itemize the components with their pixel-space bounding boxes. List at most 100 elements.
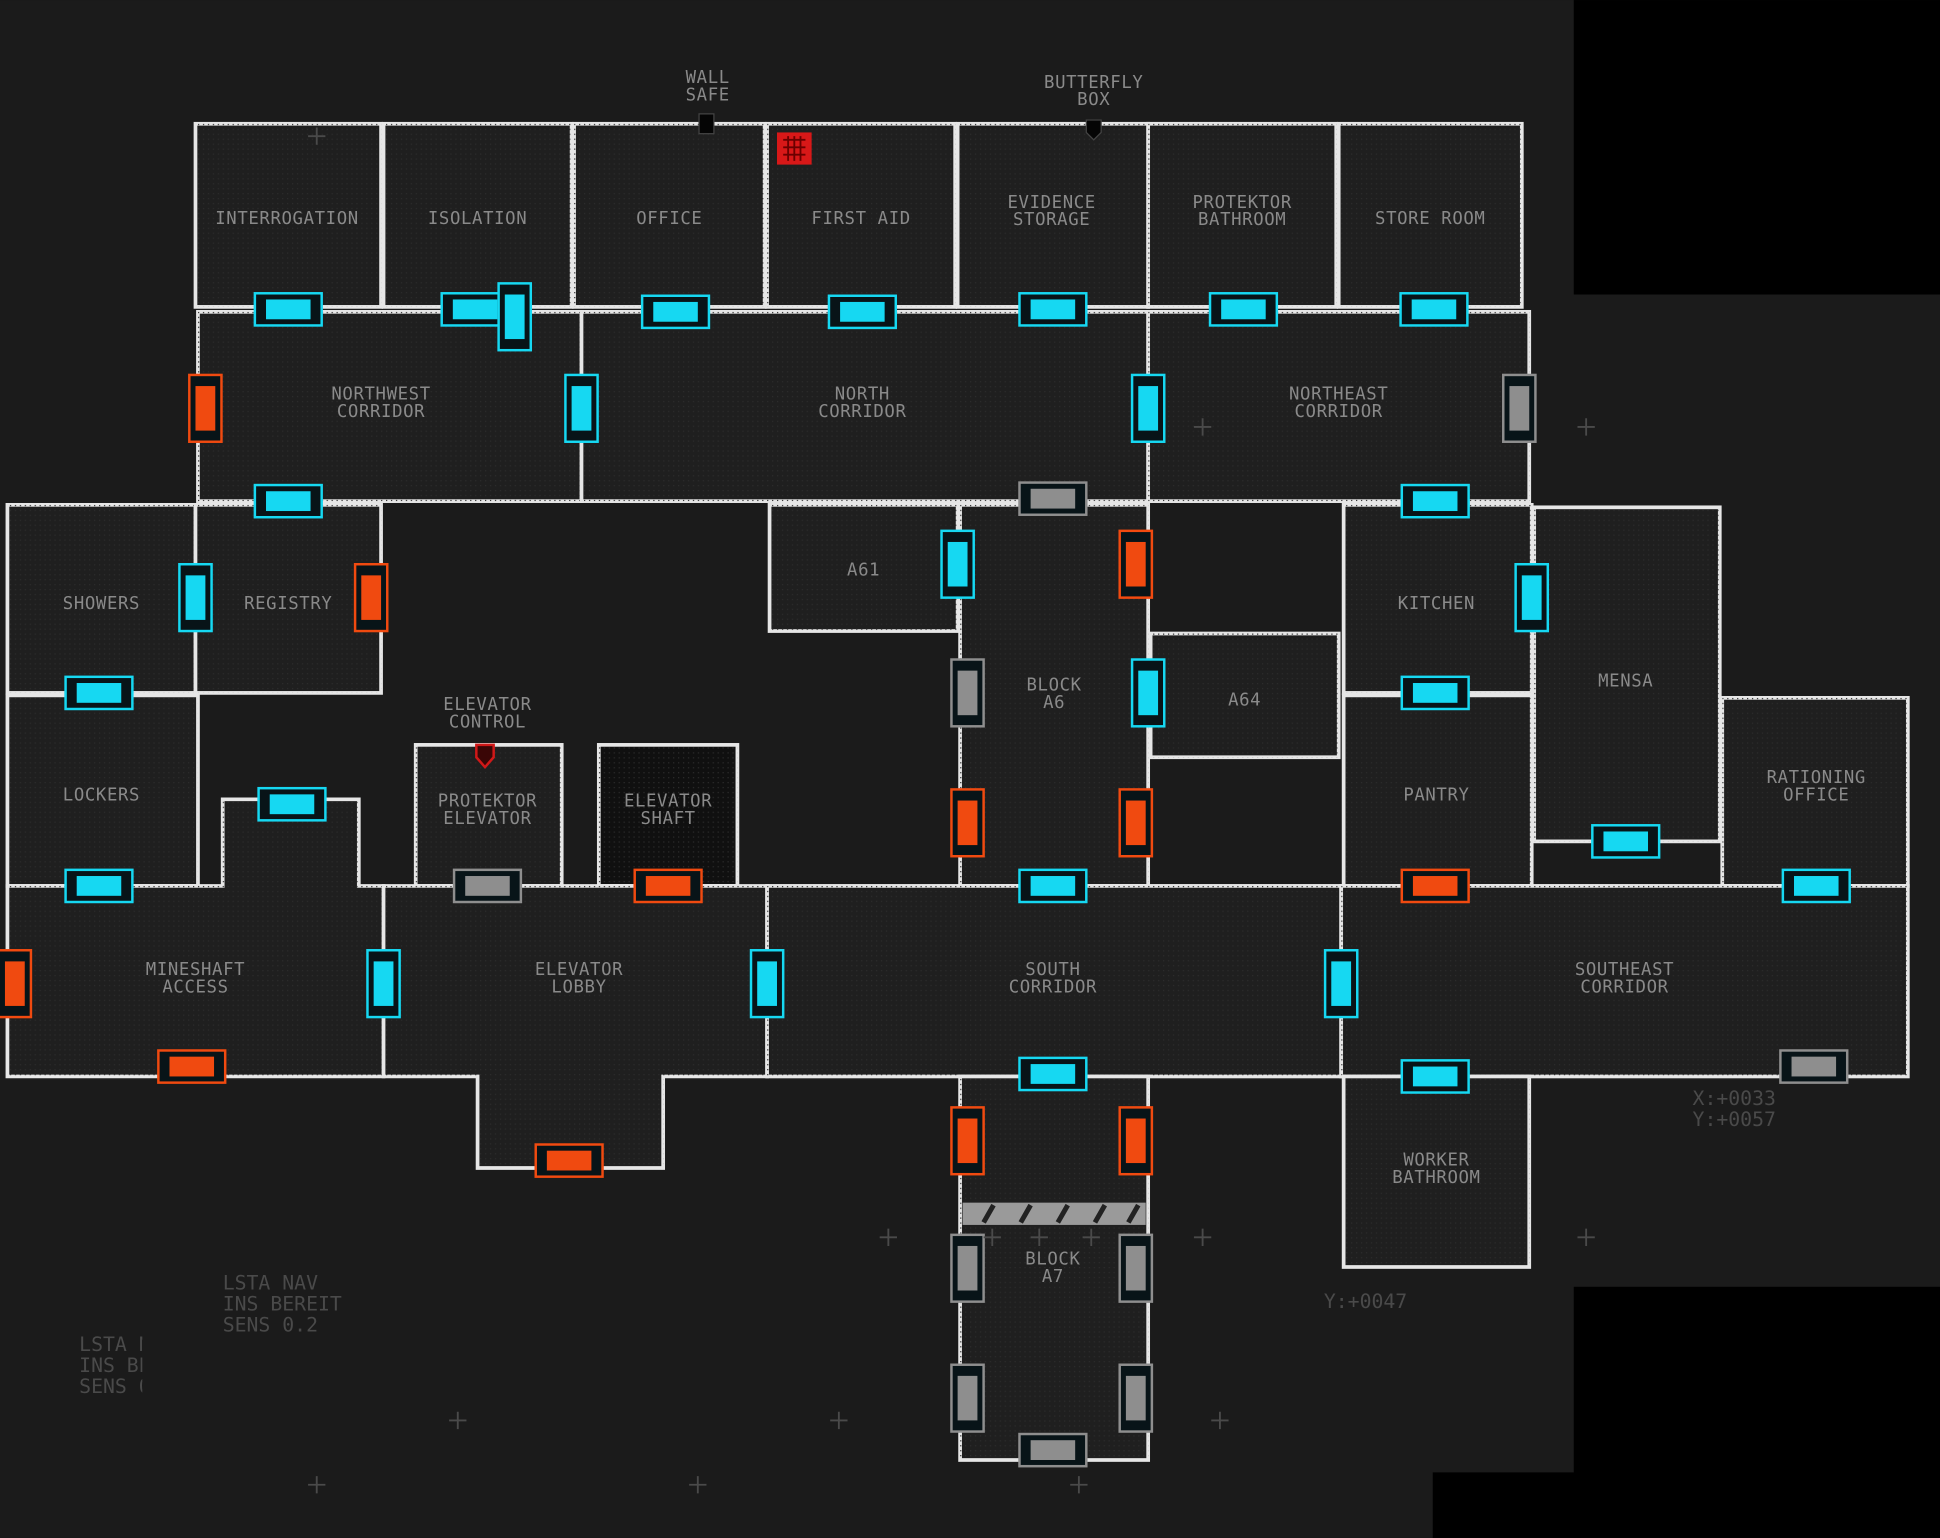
door-open-button[interactable] [1018,292,1088,327]
room-office[interactable]: OFFICE [572,121,767,309]
room-label: SHAFT [641,809,696,829]
door-open-button[interactable] [564,373,599,443]
room-label: CORRIDOR [337,402,425,422]
door-open-button[interactable] [64,675,134,711]
door-open-button[interactable] [1130,658,1166,728]
door-locked-button[interactable] [157,1049,227,1084]
door-locked-button[interactable] [188,373,223,443]
room-grid [7,799,384,1077]
door-open-button[interactable] [1399,292,1469,327]
room-label: INTERROGATION [215,209,359,229]
room-mensa[interactable]: MENSA [1532,505,1722,844]
door-disabled-button[interactable] [1018,1432,1088,1468]
barrier-stripes [962,1202,1146,1225]
room-grid [960,1076,1149,1461]
hud-line: LSTA NAV [223,1271,318,1294]
door-locked-button[interactable] [950,1106,985,1176]
door-open-button[interactable] [253,292,323,327]
room-a61[interactable]: A61 [767,502,960,633]
door-locked-button[interactable] [534,1143,604,1178]
room-registry[interactable]: REGISTRY [193,502,383,695]
door-open-button[interactable] [1208,292,1279,327]
door-open-button[interactable] [1130,373,1166,443]
hud-line: LSTA NAV [79,1333,174,1356]
door-locked-button[interactable] [950,788,985,858]
crosshair-icon [983,1228,1001,1246]
door-disabled-button[interactable] [1779,1049,1849,1084]
room-pantry[interactable]: PANTRY [1341,693,1534,888]
room-label: ELEVATOR [624,792,712,812]
door-locked-button[interactable] [1118,788,1154,858]
door-open-button[interactable] [749,949,785,1019]
door-locked-button[interactable] [633,868,703,904]
hud-line: SENS 0.2 [223,1313,318,1336]
door-locked-button[interactable] [0,949,33,1019]
door-locked-button[interactable] [1118,529,1154,599]
first-aid-icon[interactable] [776,132,812,165]
door-locked-button[interactable] [1118,1106,1154,1176]
door-disabled-button[interactable] [1502,373,1537,443]
elevator-control-icon[interactable] [475,743,495,770]
room-lockers[interactable]: LOCKERS [5,693,200,888]
door-open-button[interactable] [827,294,898,330]
door-open-button[interactable] [253,483,323,519]
door-open-button[interactable] [1018,1056,1088,1092]
door-disabled-button[interactable] [950,1233,985,1303]
door-disabled-button[interactable] [1118,1233,1154,1303]
door-open-button[interactable] [1514,562,1550,633]
door-open-button[interactable] [1400,483,1470,519]
room-interrogation[interactable]: INTERROGATION [193,121,383,309]
room-a64[interactable]: A64 [1148,631,1341,760]
door-open-button[interactable] [257,786,327,822]
door-open-button[interactable] [640,294,711,330]
door-disabled-button[interactable] [452,868,523,904]
door-disabled-button[interactable] [950,658,985,728]
room-showers[interactable]: SHOWERS [5,502,198,695]
wall-safe-icon[interactable] [698,113,715,135]
room-label: CORRIDOR [1295,402,1383,422]
door-open-button[interactable] [497,282,533,352]
room-grid [957,123,1149,307]
door-open-button[interactable] [1400,1059,1470,1094]
room-label: NORTHEAST [1289,385,1388,405]
room-grid [960,504,1149,886]
door-open-button[interactable] [940,529,975,599]
room-kitchen[interactable]: KITCHEN [1341,502,1534,695]
door-open-button[interactable] [1323,949,1359,1019]
door-open-button[interactable] [1400,675,1470,711]
door-locked-button[interactable] [353,562,389,633]
door-open-button[interactable] [1781,868,1851,904]
door-disabled-button[interactable] [1118,1363,1154,1433]
room-isolation[interactable]: ISOLATION [381,121,574,309]
coord-y-readout: Y:+0057 [1693,1108,1776,1131]
door-open-button[interactable] [1018,868,1088,904]
door-open-button[interactable] [366,949,401,1019]
coord-y-readout-2: Y:+0047 [1324,1290,1407,1313]
room-store-room[interactable]: STORE ROOM [1336,121,1524,309]
room-label: PANTRY [1403,786,1469,806]
room-label: BLOCK [1025,1250,1080,1270]
wall-safe-label: WALL [686,68,730,88]
door-disabled-button[interactable] [950,1363,985,1433]
butterfly-box-icon[interactable] [1085,119,1102,141]
door-open-button[interactable] [64,868,134,904]
door-locked-button[interactable] [1400,868,1470,904]
door-disabled-button[interactable] [1018,481,1088,516]
door-open-button[interactable] [178,562,213,633]
room-grid [1343,1076,1530,1267]
door-open-button[interactable] [1591,824,1661,859]
